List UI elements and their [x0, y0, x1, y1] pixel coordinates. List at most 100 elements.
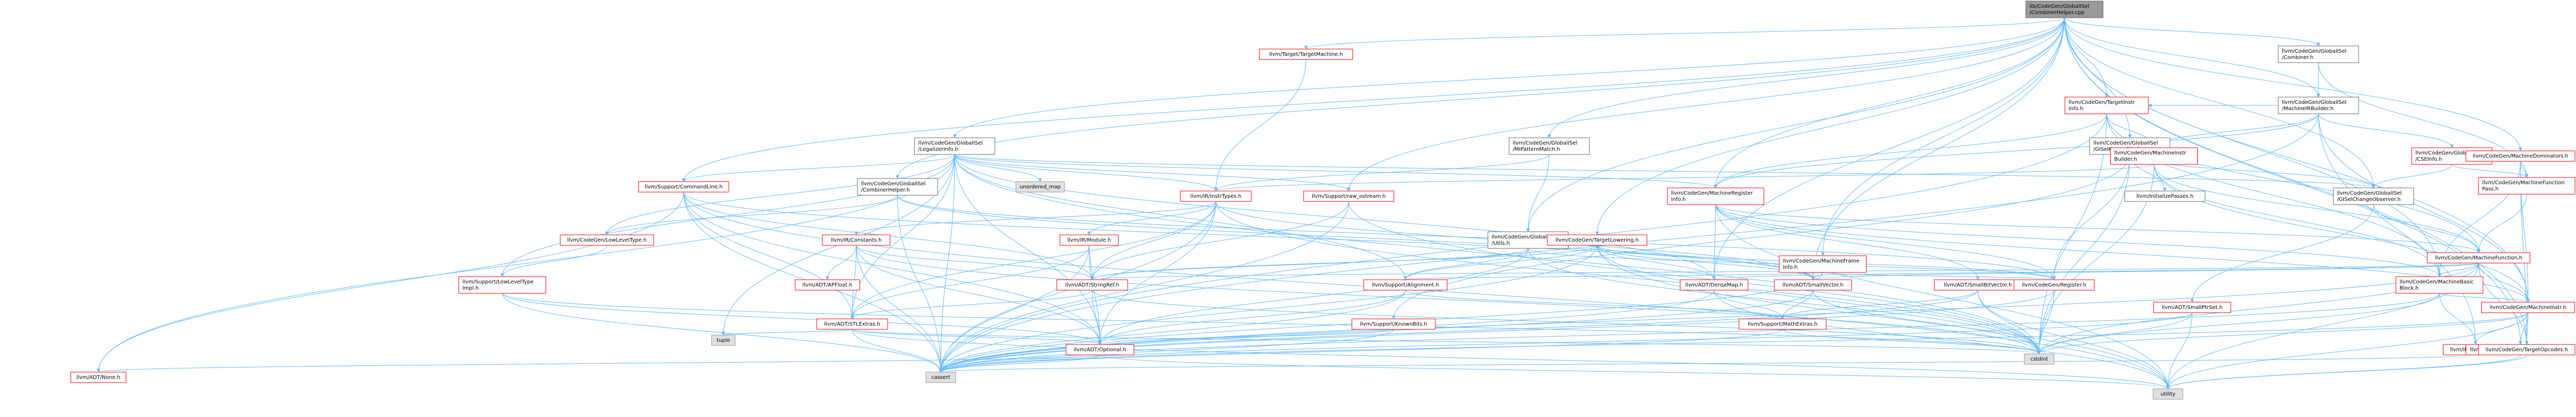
node-label: utility — [2160, 391, 2175, 397]
graph-node-n2[interactable]: llvm/CodeGen/GlobalISel/Combiner.h — [2278, 45, 2359, 63]
graph-node-n26[interactable]: llvm/CodeGen/MachineFunction.h — [2427, 252, 2531, 264]
dependency-edge — [954, 154, 1218, 192]
dependency-edge — [605, 154, 955, 235]
graph-node-n41: tuple — [711, 335, 735, 346]
graph-node-n42[interactable]: llvm/ADT/Optional.h — [1066, 344, 1134, 355]
graph-node-n12[interactable]: llvm/CodeGen/GlobalISel/CombinerHelper.h — [857, 178, 938, 196]
graph-node-n3[interactable]: llvm/CodeGen/GlobalISel/MachineIRBuilder… — [2278, 97, 2359, 114]
graph-node-n17[interactable]: llvm/CodeGen/GlobalISel/GISelChangeObser… — [2333, 187, 2414, 205]
dependency-edge — [1715, 204, 2481, 253]
node-layer: lib/CodeGen/GlobalISel/CombinerHelper.cp… — [70, 1, 2575, 400]
dependency-edge — [856, 245, 1102, 345]
graph-node-n39[interactable]: llvm/Support/MathExtras.h — [1738, 318, 1827, 330]
node-label: unordered_map — [1020, 184, 1061, 190]
dependency-edge — [2318, 113, 2530, 303]
dependency-edge — [1092, 290, 1102, 345]
graph-node-n21[interactable]: llvm/IR/Module.h — [1059, 234, 1119, 246]
graph-node-n20[interactable]: llvm/CodeGen/LowLevelType.h — [560, 234, 654, 246]
graph-node-n23[interactable]: llvm/CodeGen/TargetLowering.h — [1547, 234, 1648, 246]
dependency-edge — [1597, 245, 1716, 280]
graph-node-n0[interactable]: lib/CodeGen/GlobalISel/CombinerHelper.cp… — [2025, 1, 2103, 18]
dependency-edge — [1782, 329, 2041, 354]
dependency-edge — [1215, 201, 2041, 354]
dependency-edge — [954, 154, 1408, 280]
node-box — [560, 234, 654, 246]
dependency-edge — [939, 293, 2440, 373]
dependency-edge — [96, 192, 684, 373]
node-box — [1066, 344, 1134, 355]
node-label: tuple — [717, 338, 730, 343]
dependency-edge — [2373, 204, 2481, 253]
graph-node-n40[interactable]: llvm/CodeGen/MachineInstr.h — [2481, 302, 2575, 313]
graph-node-n19[interactable]: llvm/IR/Constants.h — [822, 234, 891, 246]
graph-node-n32[interactable]: llvm/ADT/SmallVector.h — [1774, 279, 1852, 291]
dependency-edge — [850, 201, 1216, 319]
graph-node-n37[interactable]: llvm/ADT/STLExtras.h — [816, 318, 888, 330]
dependency-edge — [1812, 290, 2041, 354]
dependency-edge — [1099, 354, 2170, 389]
graph-node-n36[interactable]: llvm/ADT/SmallPtrSet.h — [2153, 302, 2231, 313]
graph-node-n1[interactable]: llvm/Target/TargetMachine.h — [1259, 49, 1353, 60]
dependency-edge — [1715, 204, 2056, 280]
graph-node-n47[interactable]: llvm/ADT/None.h — [70, 372, 127, 383]
node-box — [857, 178, 938, 196]
dependency-edge — [854, 201, 1216, 235]
dependency-edge — [2064, 17, 2441, 277]
dependency-edge — [939, 290, 1406, 373]
dependency-edge — [605, 195, 898, 235]
node-box — [2025, 1, 2103, 18]
node-box — [2064, 97, 2149, 114]
node-label: llvm/InitializePasses.h — [2136, 194, 2193, 199]
node-box — [2278, 45, 2359, 63]
graph-node-n29[interactable]: llvm/ADT/StringRef.h — [1056, 279, 1128, 291]
graph-node-n9[interactable]: llvm/CodeGen/GlobalISel/CSEInfo.h — [2411, 147, 2493, 165]
node-label: Info.h — [1671, 197, 1686, 202]
node-label: llvm/ADT/Optional.h — [1074, 347, 1126, 353]
dependency-edge — [2318, 113, 2454, 148]
dependency-edge — [2439, 293, 2477, 345]
dependency-edge — [1977, 290, 2041, 354]
dependency-edge — [939, 354, 2476, 373]
graph-node-n16[interactable]: llvm/InitializePasses.h — [2124, 190, 2206, 202]
dependency-edge — [939, 354, 1100, 373]
graph-node-n43: cstdint — [2024, 353, 2054, 365]
node-box — [1779, 255, 1867, 273]
dependency-edge — [2064, 17, 2522, 345]
dependency-edge — [939, 290, 1714, 373]
dependency-edge — [2439, 293, 2530, 303]
dependency-edge — [2064, 17, 2522, 151]
dependency-edge — [1347, 17, 2065, 192]
dependency-edge — [1713, 290, 2170, 389]
dependency-edge — [1821, 17, 2065, 256]
node-label: llvm/Support/KnownBits.h — [1360, 321, 1427, 327]
dependency-edge — [2154, 164, 2530, 303]
graph-node-n38[interactable]: llvm/Support/KnownBits.h — [1351, 318, 1436, 330]
graph-node-n46[interactable]: llvm/CodeGen/TargetOpcodes.h — [2478, 344, 2575, 355]
dependency-edge — [1090, 201, 1349, 280]
dependency-edge — [2520, 161, 2529, 178]
graph-node-n30[interactable]: llvm/Support/Alignment.h — [1363, 279, 1448, 291]
graph-node-n6[interactable]: llvm/CodeGen/GlobalISel/MIPatternMatch.h — [1508, 137, 1590, 155]
node-box — [1015, 181, 1065, 193]
graph-node-n14[interactable]: llvm/IR/InstrTypes.h — [1180, 190, 1252, 202]
node-label: /Combiner.h — [2282, 55, 2314, 61]
graph-node-n24[interactable]: llvm/Support/raw_ostream.h — [1303, 190, 1395, 202]
graph-node-n34[interactable]: llvm/CodeGen/Register.h — [2013, 279, 2095, 291]
graph-node-n10[interactable]: llvm/CodeGen/MachineDominators.h — [2465, 150, 2575, 162]
dependency-edge — [1712, 17, 2065, 280]
dependency-edge — [1092, 290, 2041, 354]
graph-node-n5[interactable]: llvm/CodeGen/GlobalISel/LegalizerInfo.h — [914, 137, 995, 155]
graph-node-n31[interactable]: llvm/ADT/DenseMap.h — [1679, 279, 1748, 291]
node-label: llvm/CodeGen/TargetLowering.h — [1555, 237, 1639, 243]
graph-node-n11[interactable]: llvm/Support/CommandLine.h — [638, 181, 729, 193]
graph-node-n28[interactable]: llvm/ADT/APFloat.h — [794, 279, 860, 291]
dependency-edge — [2154, 164, 2441, 277]
graph-node-n33[interactable]: llvm/ADT/SmallBitVector.h — [1934, 279, 2022, 291]
